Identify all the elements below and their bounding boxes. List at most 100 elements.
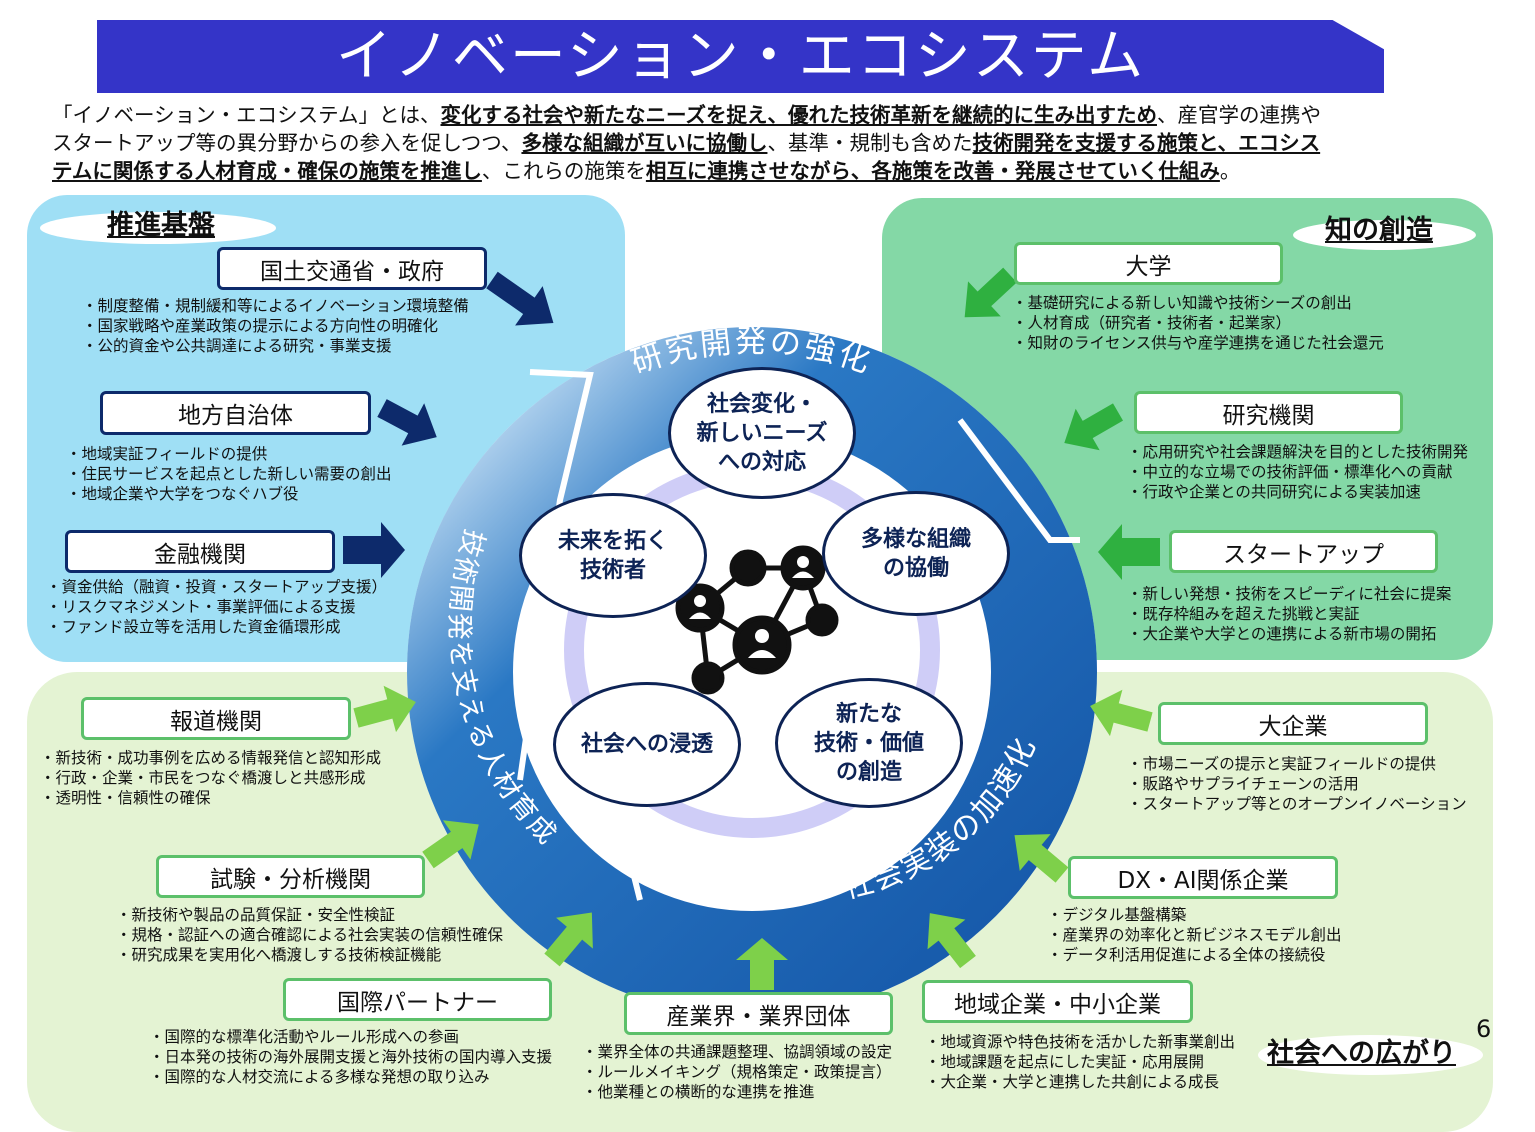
- intro-line-2: スタートアップ等の異分野からの参入を促しつつ、多様な組織が互いに協働し、基準・規…: [52, 129, 1320, 157]
- bullet-item: ・中立的な立場での技術評価・標準化への貢献: [1127, 463, 1453, 481]
- bullet-item: ・地域資源や特色技術を活かした新事業創出: [925, 1033, 1236, 1051]
- bullet-item: ・販路やサプライチェーンの活用: [1127, 775, 1359, 793]
- bubble-future-engineers: 未来を拓く 技術者: [519, 493, 707, 618]
- org-box: 大企業: [1158, 702, 1428, 745]
- org-bullets: ・新しい発想・技術をスピーディに社会に提案・既存枠組みを超えた挑戦と実証・大企業…: [1127, 584, 1451, 644]
- arrow-icon: [964, 267, 1017, 318]
- intro-text: 、基準・規制も含めた: [767, 131, 973, 155]
- org-bullets: ・基礎研究による新しい知識や技術シーズの創出・人材育成（研究者・技術者・起業家）…: [1012, 293, 1384, 353]
- org-bullets: ・地域資源や特色技術を活かした新事業創出・地域課題を起点にした実証・応用展開・大…: [925, 1032, 1235, 1092]
- org-bullets: ・国際的な標準化活動やルール形成への参画・日本発の技術の海外展開支援と海外技術の…: [149, 1027, 552, 1087]
- ring-divider: [626, 856, 821, 901]
- bullet-item: ・データ利活用促進による全体の接続役: [1047, 946, 1326, 964]
- bubble-social-penetration: 社会への浸透: [553, 682, 741, 807]
- bullet-item: ・ファンド設立等を活用した資金循環形成: [46, 618, 341, 636]
- title-banner: [97, 20, 1384, 93]
- bullet-item: ・大企業や大学との連携による新市場の開拓: [1127, 625, 1437, 643]
- bullet-item: ・地域課題を起点にした実証・応用展開: [925, 1053, 1205, 1071]
- bullet-item: ・地域実証フィールドの提供: [66, 445, 268, 463]
- label-ellipse: [40, 212, 276, 244]
- label-ellipse: [1293, 220, 1476, 250]
- arrow-icon: [486, 271, 554, 326]
- arrows: [343, 267, 1160, 990]
- bullet-item: ・新技術・成功事例を広める情報発信と認知形成: [40, 749, 382, 767]
- org-bullets: ・新技術や製品の品質保証・安全性検証・規格・認証への適合確認による社会実装の信頼…: [116, 905, 503, 965]
- intro-emphasis: テムに関係する人材育成・確保の施策を推進し: [52, 159, 482, 183]
- bullet-item: ・産業界の効率化と新ビジネスモデル創出: [1047, 926, 1342, 944]
- bullet-item: ・行政や企業との共同研究による実装加速: [1127, 483, 1421, 501]
- bullet-item: ・業界全体の共通課題整理、協調領域の設定: [582, 1043, 893, 1061]
- org-bullets: ・応用研究や社会課題解決を目的とした技術開発・中立的な立場での技術評価・標準化へ…: [1127, 442, 1468, 502]
- org-bullets: ・市場ニーズの提示と実証フィールドの提供・販路やサプライチェーンの活用・スタート…: [1127, 754, 1467, 814]
- org-box: スタートアップ: [1169, 530, 1438, 573]
- bullet-item: ・研究成果を実用化へ橋渡しする技術検証機能: [116, 946, 442, 964]
- bullet-item: ・ルールメイキング（規格策定・政策提言）: [582, 1063, 892, 1081]
- org-box: 大学: [1014, 242, 1283, 285]
- org-bullets: ・制度整備・規制緩和等によるイノベーション環境整備・国家戦略や産業政策の提示によ…: [82, 296, 469, 356]
- intro-text: 「イノベーション・エコシステム」とは、: [52, 103, 441, 127]
- bullet-item: ・市場ニーズの提示と実証フィールドの提供: [1127, 755, 1436, 773]
- bubble-diverse-collaboration: 多様な組織 の協働: [822, 491, 1010, 616]
- bullet-item: ・透明性・信頼性の確保: [40, 789, 211, 807]
- arrow-icon: [1090, 689, 1153, 737]
- bullet-item: ・規格・認証への適合確認による社会実装の信頼性確保: [116, 926, 504, 944]
- bullet-item: ・国際的な標準化活動やルール形成への参画: [149, 1028, 460, 1046]
- bullet-item: ・基礎研究による新しい知識や技術シーズの創出: [1012, 294, 1352, 312]
- bullet-item: ・住民サービスを起点とした新しい需要の創出: [66, 465, 392, 483]
- org-bullets: ・デジタル基盤構築・産業界の効率化と新ビジネスモデル創出・データ利活用促進による…: [1047, 905, 1342, 965]
- bullet-item: ・スタートアップ等とのオープンイノベーション: [1127, 795, 1467, 813]
- bullet-item: ・既存枠組みを超えた挑戦と実証: [1127, 605, 1360, 623]
- bullet-item: ・新技術や製品の品質保証・安全性検証: [116, 906, 396, 924]
- ring-divider: [517, 369, 594, 781]
- arrow-icon: [353, 685, 416, 733]
- org-bullets: ・地域実証フィールドの提供・住民サービスを起点とした新しい需要の創出・地域企業や…: [66, 444, 392, 504]
- bullet-item: ・リスクマネジメント・事業評価による支援: [46, 598, 356, 616]
- bubble-social-change: 社会変化・ 新しいニーズ への対応: [668, 367, 856, 499]
- arrow-icon: [377, 399, 437, 446]
- intro-text: 。: [1219, 159, 1241, 183]
- bullet-item: ・大企業・大学と連携した共創による成長: [925, 1073, 1220, 1091]
- network-icon: [675, 545, 839, 695]
- arrow-icon: [544, 912, 593, 967]
- bullet-item: ・資金供給（融資・投資・スタートアップ支援）: [46, 578, 388, 596]
- bullet-item: ・新しい発想・技術をスピーディに社会に提案: [1127, 585, 1452, 603]
- arrow-icon: [343, 522, 405, 578]
- bullet-item: ・地域企業や大学をつなぐハブ役: [66, 485, 299, 503]
- page-number: 6: [1476, 1015, 1492, 1043]
- bullet-item: ・知財のライセンス供与や産学連携を通じた社会還元: [1012, 334, 1384, 352]
- bullet-item: ・応用研究や社会課題解決を目的とした技術開発: [1127, 443, 1469, 461]
- bullet-item: ・デジタル基盤構築: [1047, 906, 1187, 924]
- arrow-icon: [1098, 524, 1160, 580]
- ring-divider: [957, 418, 1080, 543]
- org-box: 研究機関: [1134, 391, 1403, 434]
- org-bullets: ・新技術・成功事例を広める情報発信と認知形成・行政・企業・市民をつなぐ橋渡しと共…: [40, 748, 381, 808]
- label-ellipse: [1258, 1035, 1483, 1075]
- org-box: DX・AI関係企業: [1068, 856, 1338, 899]
- bullet-item: ・他業種との横断的な連携を推進: [582, 1083, 815, 1101]
- arrow-icon: [1014, 834, 1069, 883]
- org-bullets: ・業界全体の共通課題整理、協調領域の設定・ルールメイキング（規格策定・政策提言）…: [582, 1042, 892, 1102]
- bubble-new-value: 新たな 技術・価値 の創造: [775, 678, 963, 808]
- section-label-left: 推進基盤: [107, 210, 215, 241]
- bullet-item: ・国際的な人材交流による多様な発想の取り込み: [149, 1068, 490, 1086]
- arrow-icon: [736, 938, 788, 990]
- org-box: 金融機関: [65, 530, 335, 573]
- org-box: 地方自治体: [100, 391, 371, 435]
- org-box: 報道機関: [81, 697, 351, 740]
- intro-text: スタートアップ等の異分野からの参入を促しつつ、: [52, 131, 522, 155]
- intro-text: 、これらの施策を: [481, 159, 646, 183]
- intro-emphasis: 技術開発を支援する施策と、エコシス: [972, 131, 1321, 155]
- bullet-item: ・人材育成（研究者・技術者・起業家）: [1012, 314, 1292, 332]
- intro-line-3: テムに関係する人材育成・確保の施策を推進し、これらの施策を相互に連携させながら、…: [52, 157, 1240, 185]
- section-label-right: 知の創造: [1325, 215, 1433, 246]
- section-label-bottom: 社会への広がり: [1267, 1038, 1456, 1069]
- bullet-item: ・行政・企業・市民をつなぐ橋渡しと共感形成: [40, 769, 366, 787]
- org-box: 産業界・業界団体: [624, 992, 893, 1035]
- intro-emphasis: 相互に連携させながら、各施策を改善・発展させていく仕組み: [645, 159, 1220, 183]
- bullet-item: ・公的資金や公共調達による研究・事業支援: [82, 337, 392, 355]
- org-box: 国土交通省・政府: [217, 247, 487, 290]
- arrow-icon: [1064, 403, 1123, 451]
- org-bullets: ・資金供給（融資・投資・スタートアップ支援） ・リスクマネジメント・事業評価による…: [46, 577, 387, 637]
- intro-emphasis: 多様な組織が互いに協働し: [521, 131, 768, 155]
- org-box: 試験・分析機関: [156, 855, 425, 898]
